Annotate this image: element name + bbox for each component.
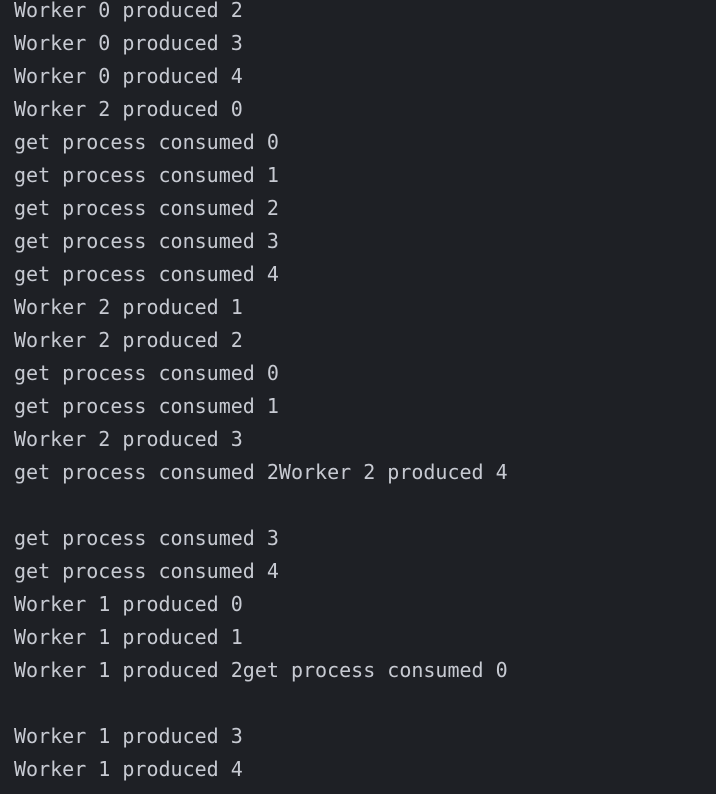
log-line: get process consumed 4 bbox=[14, 559, 279, 583]
log-line: get process consumed 3 bbox=[14, 526, 279, 550]
log-line: Worker 1 produced 1 bbox=[14, 625, 243, 649]
log-line: get process consumed 4 bbox=[14, 262, 279, 286]
log-line: Worker 2 produced 1 bbox=[14, 295, 243, 319]
log-line: Worker 1 produced 4 bbox=[14, 757, 243, 781]
log-line: get process consumed 2Worker 2 produced … bbox=[14, 460, 508, 484]
log-line: Worker 1 produced 0 bbox=[14, 592, 243, 616]
log-line: Worker 1 produced 3 bbox=[14, 724, 243, 748]
log-line: get process consumed 2 bbox=[14, 196, 279, 220]
log-line: get process consumed 0 bbox=[14, 361, 279, 385]
log-line: get process consumed 1 bbox=[14, 394, 279, 418]
log-line: Worker 2 produced 2 bbox=[14, 328, 243, 352]
log-line: Worker 2 produced 0 bbox=[14, 97, 243, 121]
log-line: Worker 0 produced 4 bbox=[14, 64, 243, 88]
log-line: Worker 1 produced 2get process consumed … bbox=[14, 658, 508, 682]
log-line: get process consumed 0 bbox=[14, 130, 279, 154]
log-line-blank bbox=[14, 687, 716, 720]
log-line-blank bbox=[14, 489, 716, 522]
log-line: Worker 0 produced 3 bbox=[14, 31, 243, 55]
log-line: Worker 2 produced 3 bbox=[14, 427, 243, 451]
log-line: get process consumed 3 bbox=[14, 229, 279, 253]
log-line: get process consumed 1 bbox=[14, 163, 279, 187]
log-line: Worker 0 produced 2 bbox=[14, 0, 243, 22]
